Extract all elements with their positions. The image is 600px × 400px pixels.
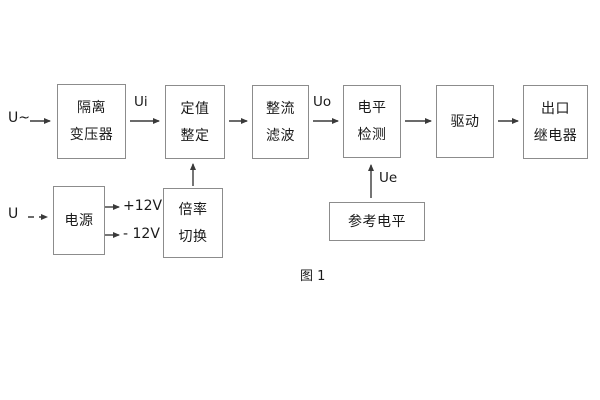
block-line: 电平 [357,100,387,116]
block-line: 定值 [180,100,210,117]
figure-caption: 图 1 [300,269,326,284]
block-line: 滤波 [266,127,295,144]
label-signal-ui: Ui [134,94,148,110]
label-supply-minus-12v: - 12V [123,226,160,242]
block-line: 检测 [357,127,387,143]
block-drive[interactable]: 驱动 [436,85,494,158]
block-line: 切换 [178,228,208,245]
block-multiplier-switch[interactable]: 倍率 切换 [163,188,223,258]
block-line: 驱动 [450,113,480,130]
block-setting-value[interactable]: 定值 整定 [165,85,225,159]
label-supply-plus-12v: +12V [123,198,163,214]
block-rectify-filter[interactable]: 整流 滤波 [252,85,309,159]
block-output-relay[interactable]: 出口 继电器 [523,85,588,159]
label-signal-uo: Uo [313,94,332,110]
block-level-detection[interactable]: 电平 检测 [343,85,401,158]
block-line: 整定 [180,127,210,144]
block-line: 整流 [266,100,295,117]
block-line: 出口 [541,100,570,117]
block-power-supply[interactable]: 电源 [53,186,105,255]
block-line: 继电器 [533,127,578,144]
block-line: 参考电平 [348,213,406,230]
label-input-dc: U [8,206,19,222]
block-line: 电源 [64,212,94,229]
block-line: 隔离 [77,100,106,116]
block-reference-level[interactable]: 参考电平 [329,202,425,241]
block-line: 倍率 [178,201,208,218]
label-input-ac: U~ [8,110,30,126]
block-isolation-transformer[interactable]: 隔离 变压器 [57,84,126,159]
block-line: 变压器 [69,127,114,143]
label-signal-ue: Ue [379,170,398,186]
